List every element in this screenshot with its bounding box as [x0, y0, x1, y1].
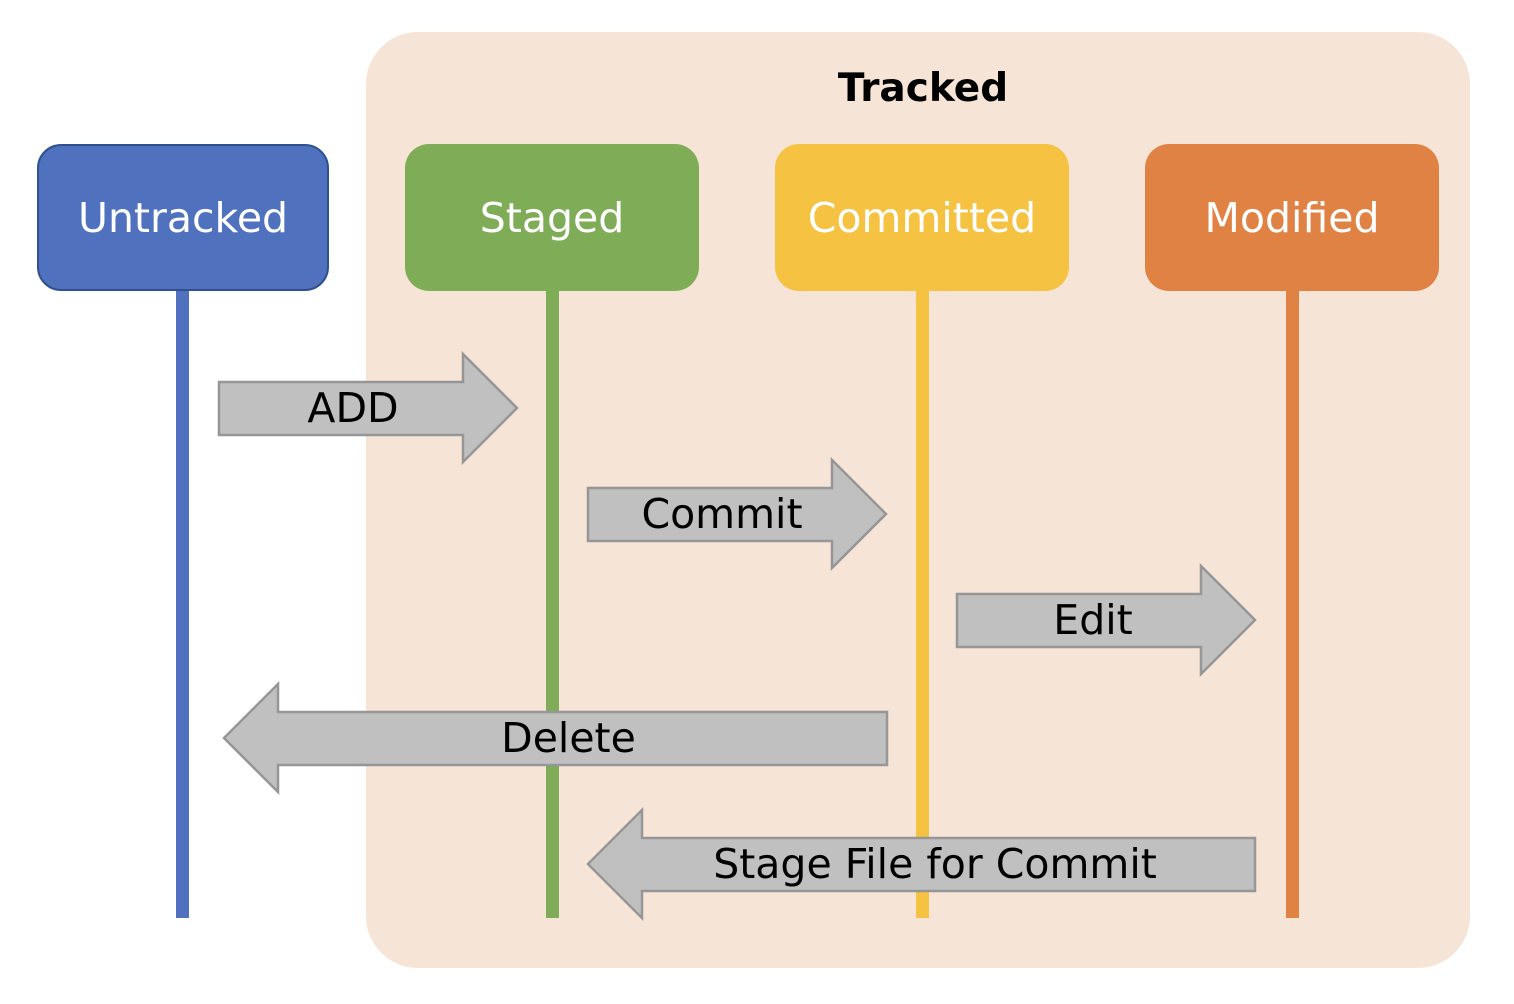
modified-state-box: Modified — [1145, 144, 1439, 291]
staged-lifeline — [546, 290, 559, 918]
committed-lifeline — [916, 290, 929, 918]
stage-file-for-commit-arrow-label: Stage File for Commit — [713, 840, 1157, 888]
tracked-title: Tracked — [837, 66, 1009, 111]
add-arrow-label: ADD — [307, 384, 399, 432]
delete-arrow-label: Delete — [501, 714, 636, 762]
untracked-lifeline — [176, 290, 189, 918]
committed-state-box: Committed — [775, 144, 1069, 291]
committed-state-label: Committed — [807, 193, 1037, 242]
staged-state-label: Staged — [479, 193, 625, 242]
edit-arrow-label: Edit — [1053, 596, 1133, 644]
commit-arrow-label: Commit — [641, 490, 803, 538]
untracked-state-box: Untracked — [37, 144, 329, 291]
staged-state-box: Staged — [405, 144, 699, 291]
modified-lifeline — [1286, 290, 1299, 918]
modified-state-label: Modified — [1204, 193, 1380, 242]
untracked-state-label: Untracked — [77, 193, 289, 242]
